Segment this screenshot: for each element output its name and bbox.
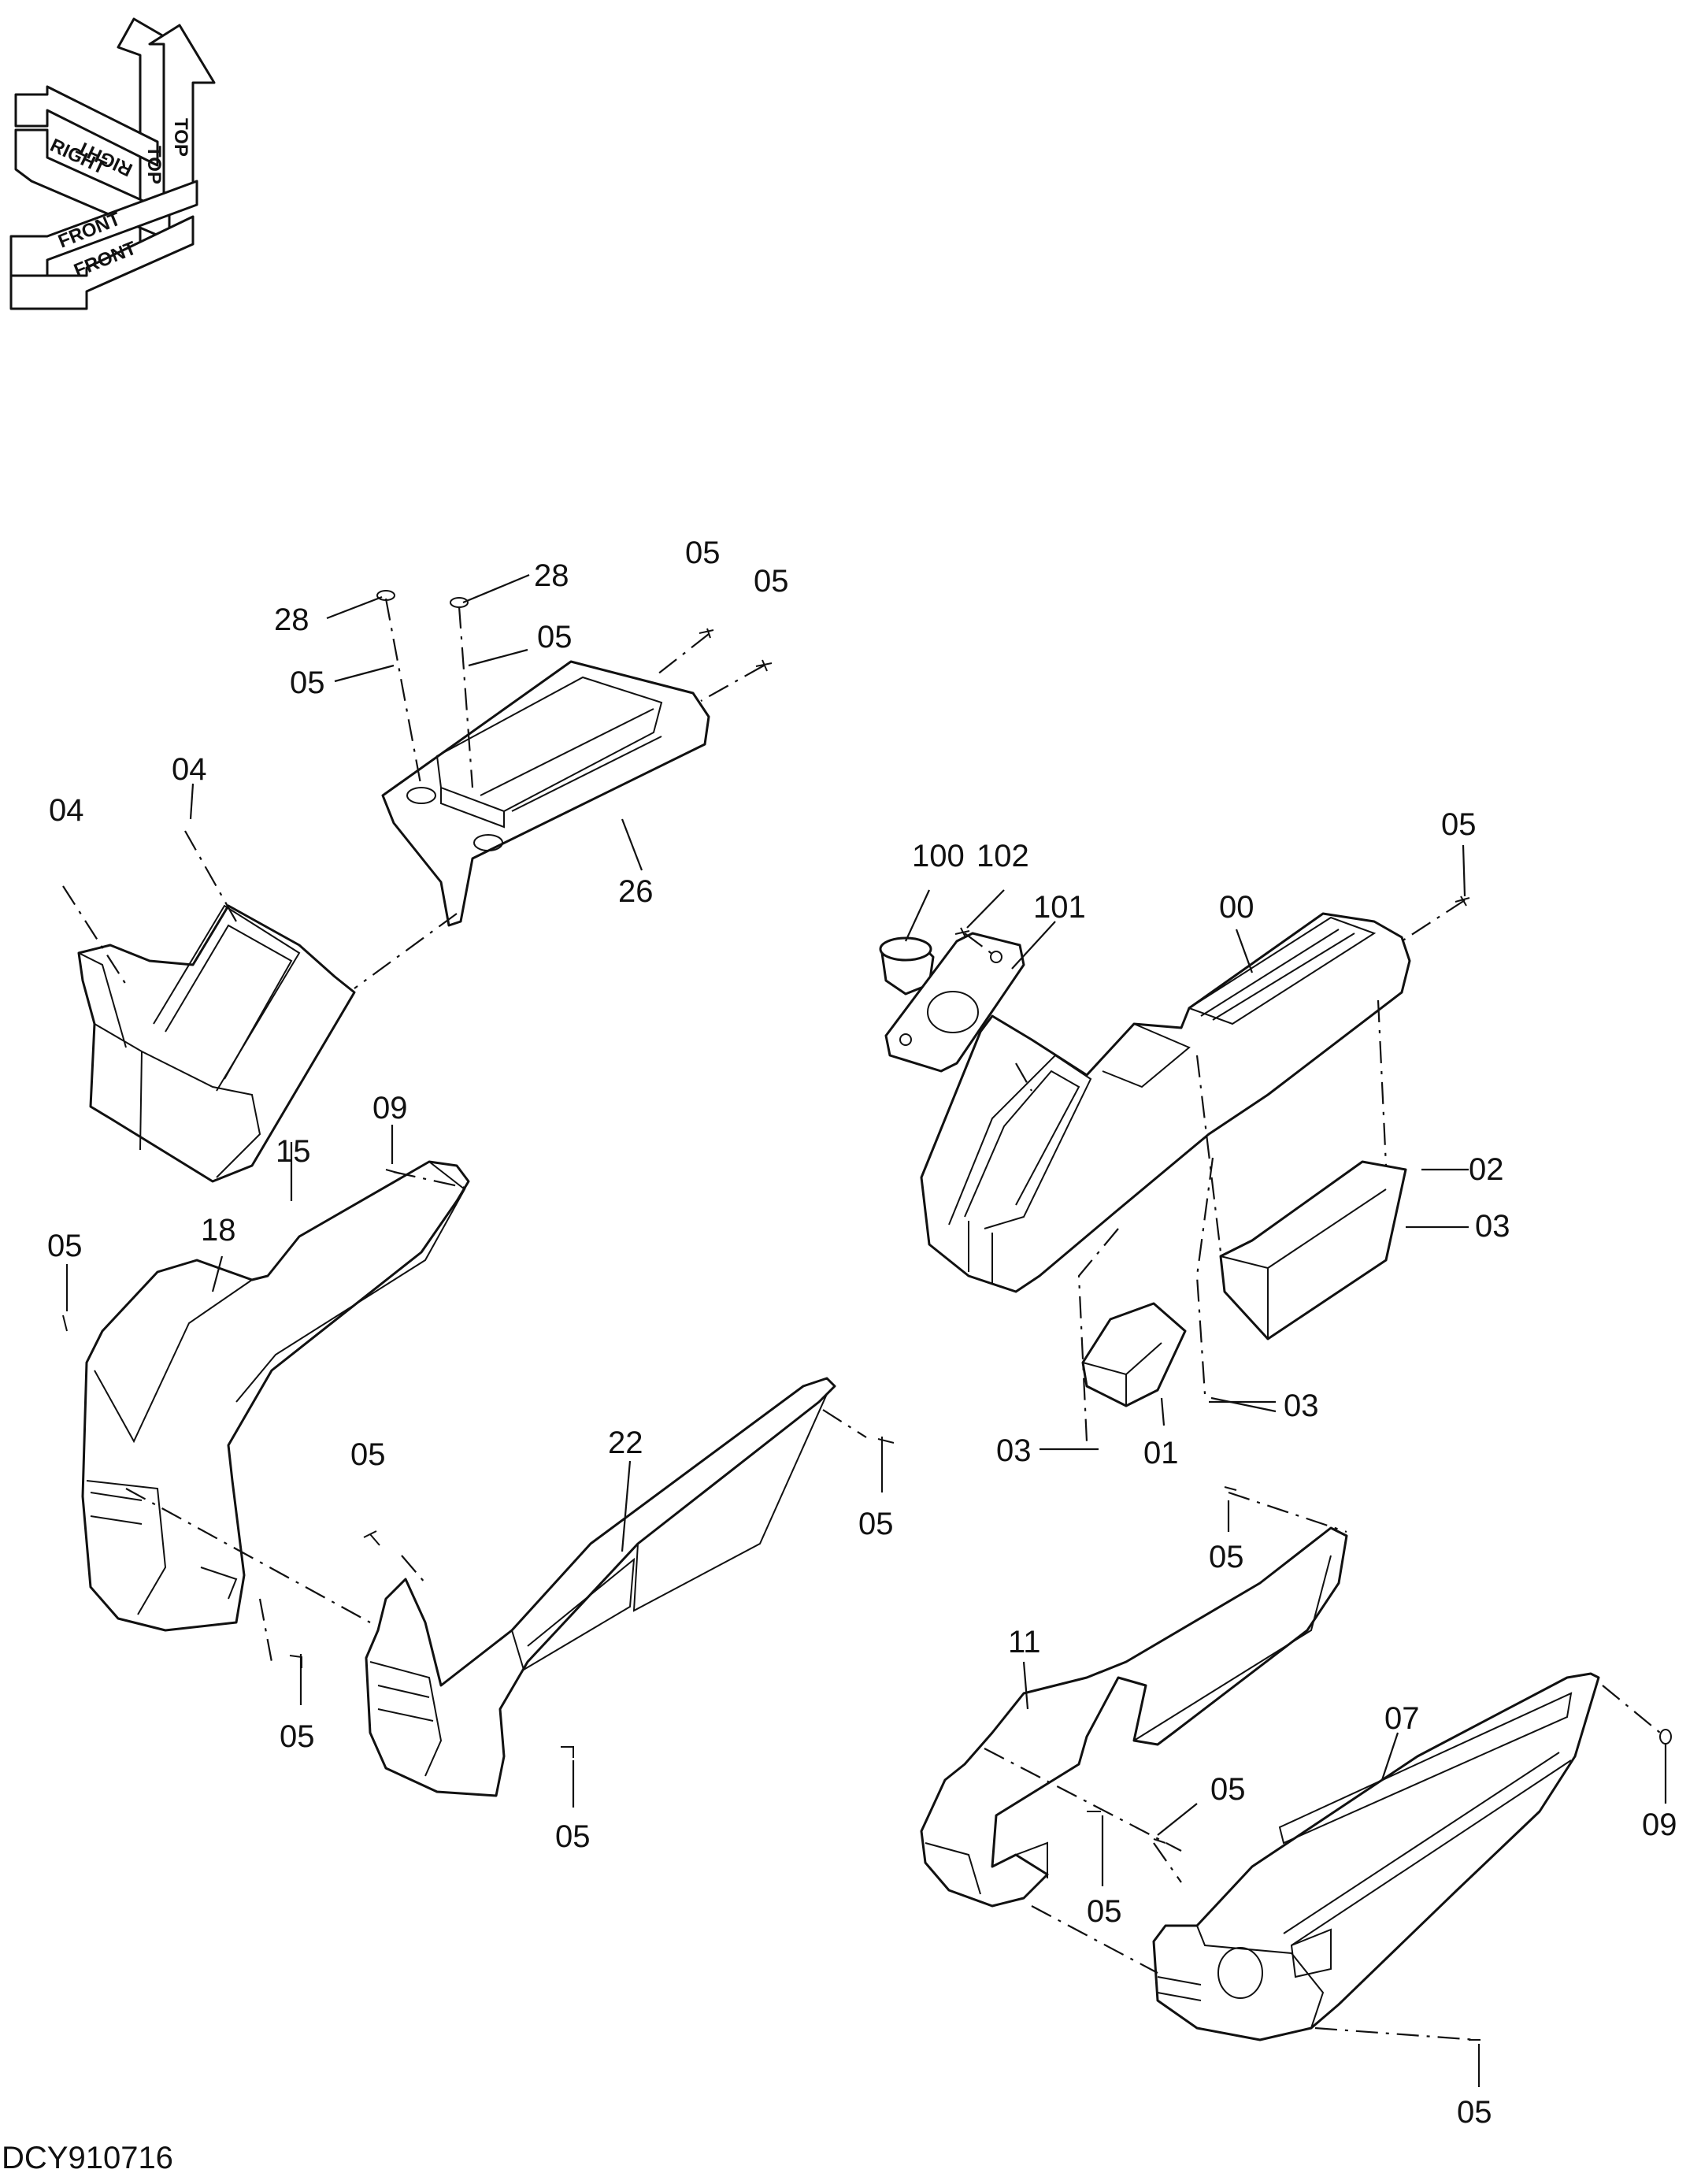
part-01-tray <box>1081 1302 1187 1407</box>
callout-07: 07 <box>1384 1701 1420 1736</box>
callout-05-d: 05 <box>754 564 789 599</box>
part-15-console-front <box>77 904 356 1183</box>
part-11-right-side-panel <box>920 1526 1348 1908</box>
callout-28-left: 28 <box>274 603 309 637</box>
callout-labels: 28 28 05 05 05 05 26 04 04 15 09 05 18 0… <box>47 536 1677 2130</box>
orientation-top-label: TOP <box>143 146 165 184</box>
callout-05-c: 05 <box>685 536 721 570</box>
callout-100: 100 <box>912 839 965 873</box>
callout-09-right: 09 <box>1642 1808 1677 1842</box>
callout-11: 11 <box>1008 1625 1041 1659</box>
callout-05-f: 05 <box>350 1437 386 1472</box>
callout-05-j: 05 <box>1441 807 1477 842</box>
part-18-left-side-panel <box>81 1160 470 1632</box>
part-26-top-cover <box>381 660 710 927</box>
callout-101: 101 <box>1033 890 1086 925</box>
part-07-right-side-cover <box>1152 1672 1600 2041</box>
callout-22: 22 <box>608 1426 643 1460</box>
fasteners <box>62 590 1672 2041</box>
callout-15: 15 <box>276 1134 311 1169</box>
callout-05-m: 05 <box>1087 1894 1122 1929</box>
callout-05-g: 05 <box>858 1507 894 1541</box>
callout-03-right: 03 <box>1475 1209 1510 1244</box>
callout-03-bottom: 03 <box>1284 1389 1319 1423</box>
callout-09-left: 09 <box>372 1091 408 1125</box>
part-101-plate <box>884 932 1025 1073</box>
callout-04-top: 04 <box>172 752 207 787</box>
callout-102: 102 <box>976 839 1029 873</box>
callout-05-k: 05 <box>1209 1540 1244 1574</box>
callout-05-l: 05 <box>1210 1772 1246 1807</box>
callout-05-h: 05 <box>280 1719 315 1754</box>
callout-26: 26 <box>618 874 654 909</box>
callout-05-b: 05 <box>537 620 573 654</box>
part-02-tray <box>1219 1160 1407 1340</box>
callout-01: 01 <box>1143 1436 1179 1470</box>
callout-02: 02 <box>1469 1152 1504 1187</box>
callout-05-n: 05 <box>1457 2095 1492 2130</box>
callout-00: 00 <box>1219 890 1254 925</box>
orientation-indicator: TOP TOP RIGHT RIGHT FRONT FRONT <box>9 17 216 310</box>
orientation-top-label-2: TOP <box>170 118 191 157</box>
callout-04-left: 04 <box>49 793 84 828</box>
leader-lines <box>65 573 1667 2087</box>
callout-03-left: 03 <box>996 1433 1032 1468</box>
part-22-center-side-panel <box>365 1377 836 1797</box>
callout-05-i: 05 <box>555 1819 591 1854</box>
callout-18: 18 <box>201 1213 236 1248</box>
callout-28-right: 28 <box>534 558 569 593</box>
assembly-lines <box>62 598 1661 2041</box>
part-00-main-console <box>920 912 1411 1293</box>
callout-05-e: 05 <box>47 1229 83 1263</box>
callout-05-a: 05 <box>290 666 325 700</box>
part-100-knob <box>879 936 935 996</box>
drawing-code: DCY910716 <box>2 2141 173 2175</box>
